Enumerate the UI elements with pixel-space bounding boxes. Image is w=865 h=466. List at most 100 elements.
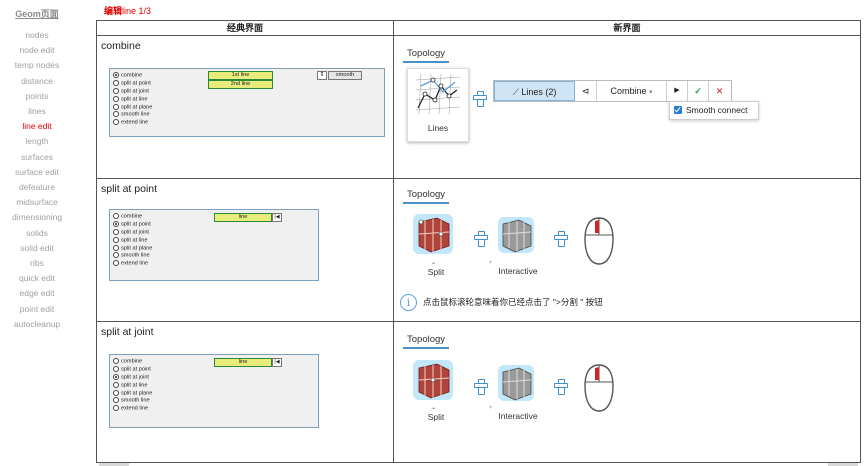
chevron-down-icon[interactable]: ▾: [489, 405, 493, 411]
toggle-arrows-icon[interactable]: ⇕: [317, 71, 327, 80]
reset-icon[interactable]: |◀: [272, 213, 282, 222]
sidebar-item-dimensioning[interactable]: dimensioning: [11, 212, 63, 223]
radio-option[interactable]: smooth line: [113, 397, 152, 405]
radio-option[interactable]: combine: [113, 358, 152, 366]
topology-tab[interactable]: Topology: [402, 334, 450, 349]
second-line-selector[interactable]: 2nd line: [208, 80, 273, 89]
sidebar-item-surface-edit[interactable]: surface edit: [15, 166, 59, 177]
line-selector[interactable]: line: [214, 358, 272, 367]
smooth-connect-label: Smooth connect: [686, 105, 748, 115]
radio-option[interactable]: split at point: [113, 220, 152, 229]
split-tool-icon[interactable]: [411, 358, 457, 406]
radio-option[interactable]: split at line: [113, 381, 152, 390]
radio-option[interactable]: combine: [113, 72, 152, 80]
radio-icon[interactable]: [113, 365, 119, 372]
sidebar-item-nodes[interactable]: nodes: [25, 30, 49, 40]
radio-icon[interactable]: [113, 244, 119, 251]
sidebar-item-surfaces[interactable]: surfaces: [20, 151, 54, 162]
radio-icon[interactable]: [113, 236, 119, 243]
radio-option[interactable]: split at plane: [113, 244, 153, 253]
radio-icon[interactable]: [113, 119, 119, 126]
sidebar-item-defeature[interactable]: defeature: [19, 182, 55, 193]
play-button[interactable]: ▶: [667, 81, 688, 101]
scroll-right-arrow[interactable]: [828, 463, 858, 466]
sidebar-item-solids[interactable]: solids: [26, 227, 48, 238]
radio-icon[interactable]: [113, 381, 119, 388]
apply-button[interactable]: ✓: [688, 81, 709, 101]
sidebar-item-temp-nodes[interactable]: temp nodes: [14, 60, 60, 71]
chevron-down-icon[interactable]: ⌄: [431, 260, 437, 266]
radio-icon[interactable]: [113, 252, 119, 259]
sidebar-item-quick-edit[interactable]: quick edit: [19, 273, 55, 284]
radio-option[interactable]: split at point: [113, 79, 152, 88]
radio-icon[interactable]: [113, 103, 119, 110]
sidebar-item-autocleanup[interactable]: autocleanup: [13, 318, 61, 329]
sidebar-item-distance[interactable]: distance: [21, 75, 53, 86]
smooth-connect-option[interactable]: Smooth connect: [669, 101, 759, 120]
mode-dropdown[interactable]: Combine ▾: [597, 81, 667, 101]
checkbox-checked-icon[interactable]: [674, 106, 682, 114]
radio-option[interactable]: combine: [113, 213, 152, 221]
sidebar-item-points[interactable]: points: [25, 90, 49, 101]
sidebar-item-solid-edit[interactable]: solid edit: [20, 242, 54, 253]
reset-icon[interactable]: |◀: [272, 358, 282, 367]
radio-option-label: extend line: [121, 405, 149, 412]
first-line-selector[interactable]: 1st line: [208, 71, 273, 80]
radio-option[interactable]: smooth line: [113, 252, 152, 260]
radio-option[interactable]: split at joint: [113, 87, 152, 96]
sidebar-item-edge-edit[interactable]: edge edit: [19, 288, 55, 299]
radio-icon[interactable]: [113, 389, 119, 396]
radio-option[interactable]: split at point: [113, 365, 152, 374]
radio-option[interactable]: split at line: [113, 95, 152, 104]
lines-selector[interactable]: ⟋ Lines (2): [494, 81, 575, 101]
radio-icon[interactable]: [113, 397, 119, 404]
radio-option[interactable]: split at plane: [113, 389, 152, 398]
sidebar-item-ribs[interactable]: ribs: [30, 258, 44, 269]
radio-option[interactable]: extend line: [113, 119, 152, 127]
cancel-button[interactable]: ✕: [715, 86, 724, 96]
radio-icon[interactable]: [113, 111, 119, 118]
radio-selected-icon[interactable]: [113, 72, 119, 78]
radio-option[interactable]: split at joint: [113, 373, 152, 382]
split-tool-icon[interactable]: [411, 212, 457, 260]
radio-option[interactable]: split at plane: [113, 103, 152, 112]
radio-icon[interactable]: [113, 79, 119, 86]
radio-icon[interactable]: [113, 358, 119, 364]
radio-option-label: split at point: [121, 221, 151, 228]
chevron-down-icon[interactable]: ⌄: [431, 405, 437, 411]
sidebar-item-lines[interactable]: lines: [28, 106, 46, 117]
plus-icon: [474, 379, 488, 395]
radio-icon[interactable]: [113, 213, 119, 219]
radio-option[interactable]: extend line: [113, 405, 152, 413]
sidebar-title[interactable]: Geom页面: [15, 9, 59, 19]
sidebar-item-node-edit[interactable]: node edit: [19, 45, 55, 56]
radio-icon[interactable]: [113, 95, 119, 102]
sidebar-item-length[interactable]: length: [25, 136, 49, 147]
smooth-button[interactable]: smooth: [328, 71, 362, 80]
chevron-down-icon[interactable]: ▾: [489, 260, 493, 266]
scroll-left-arrow[interactable]: [99, 463, 129, 466]
sidebar-item-point-edit[interactable]: point edit: [19, 303, 55, 314]
radio-selected-icon[interactable]: [113, 220, 119, 227]
lines-tool-card[interactable]: Lines: [407, 68, 469, 142]
reset-button[interactable]: ⊲: [575, 81, 597, 101]
radio-option-label: combine: [121, 358, 143, 365]
radio-option[interactable]: split at joint: [113, 228, 152, 237]
radio-selected-icon[interactable]: [113, 373, 119, 380]
radio-option-label: split at plane: [121, 245, 153, 252]
topology-tab[interactable]: Topology: [402, 189, 450, 204]
radio-option[interactable]: extend line: [113, 260, 152, 268]
radio-icon[interactable]: [113, 405, 119, 412]
topology-tab[interactable]: Topology: [402, 48, 450, 63]
interactive-tool-icon[interactable]: [497, 216, 537, 256]
radio-icon[interactable]: [113, 228, 119, 235]
radio-option[interactable]: smooth line: [113, 111, 152, 119]
radio-option[interactable]: split at line: [113, 236, 152, 245]
interactive-tool-icon[interactable]: [497, 364, 537, 404]
radio-icon[interactable]: [113, 260, 119, 267]
radio-icon[interactable]: [113, 87, 119, 94]
sidebar-item-line-edit[interactable]: line edit: [22, 121, 52, 132]
sidebar-item-midsurface[interactable]: midsurface: [16, 197, 58, 208]
line-selector[interactable]: line: [214, 213, 272, 222]
